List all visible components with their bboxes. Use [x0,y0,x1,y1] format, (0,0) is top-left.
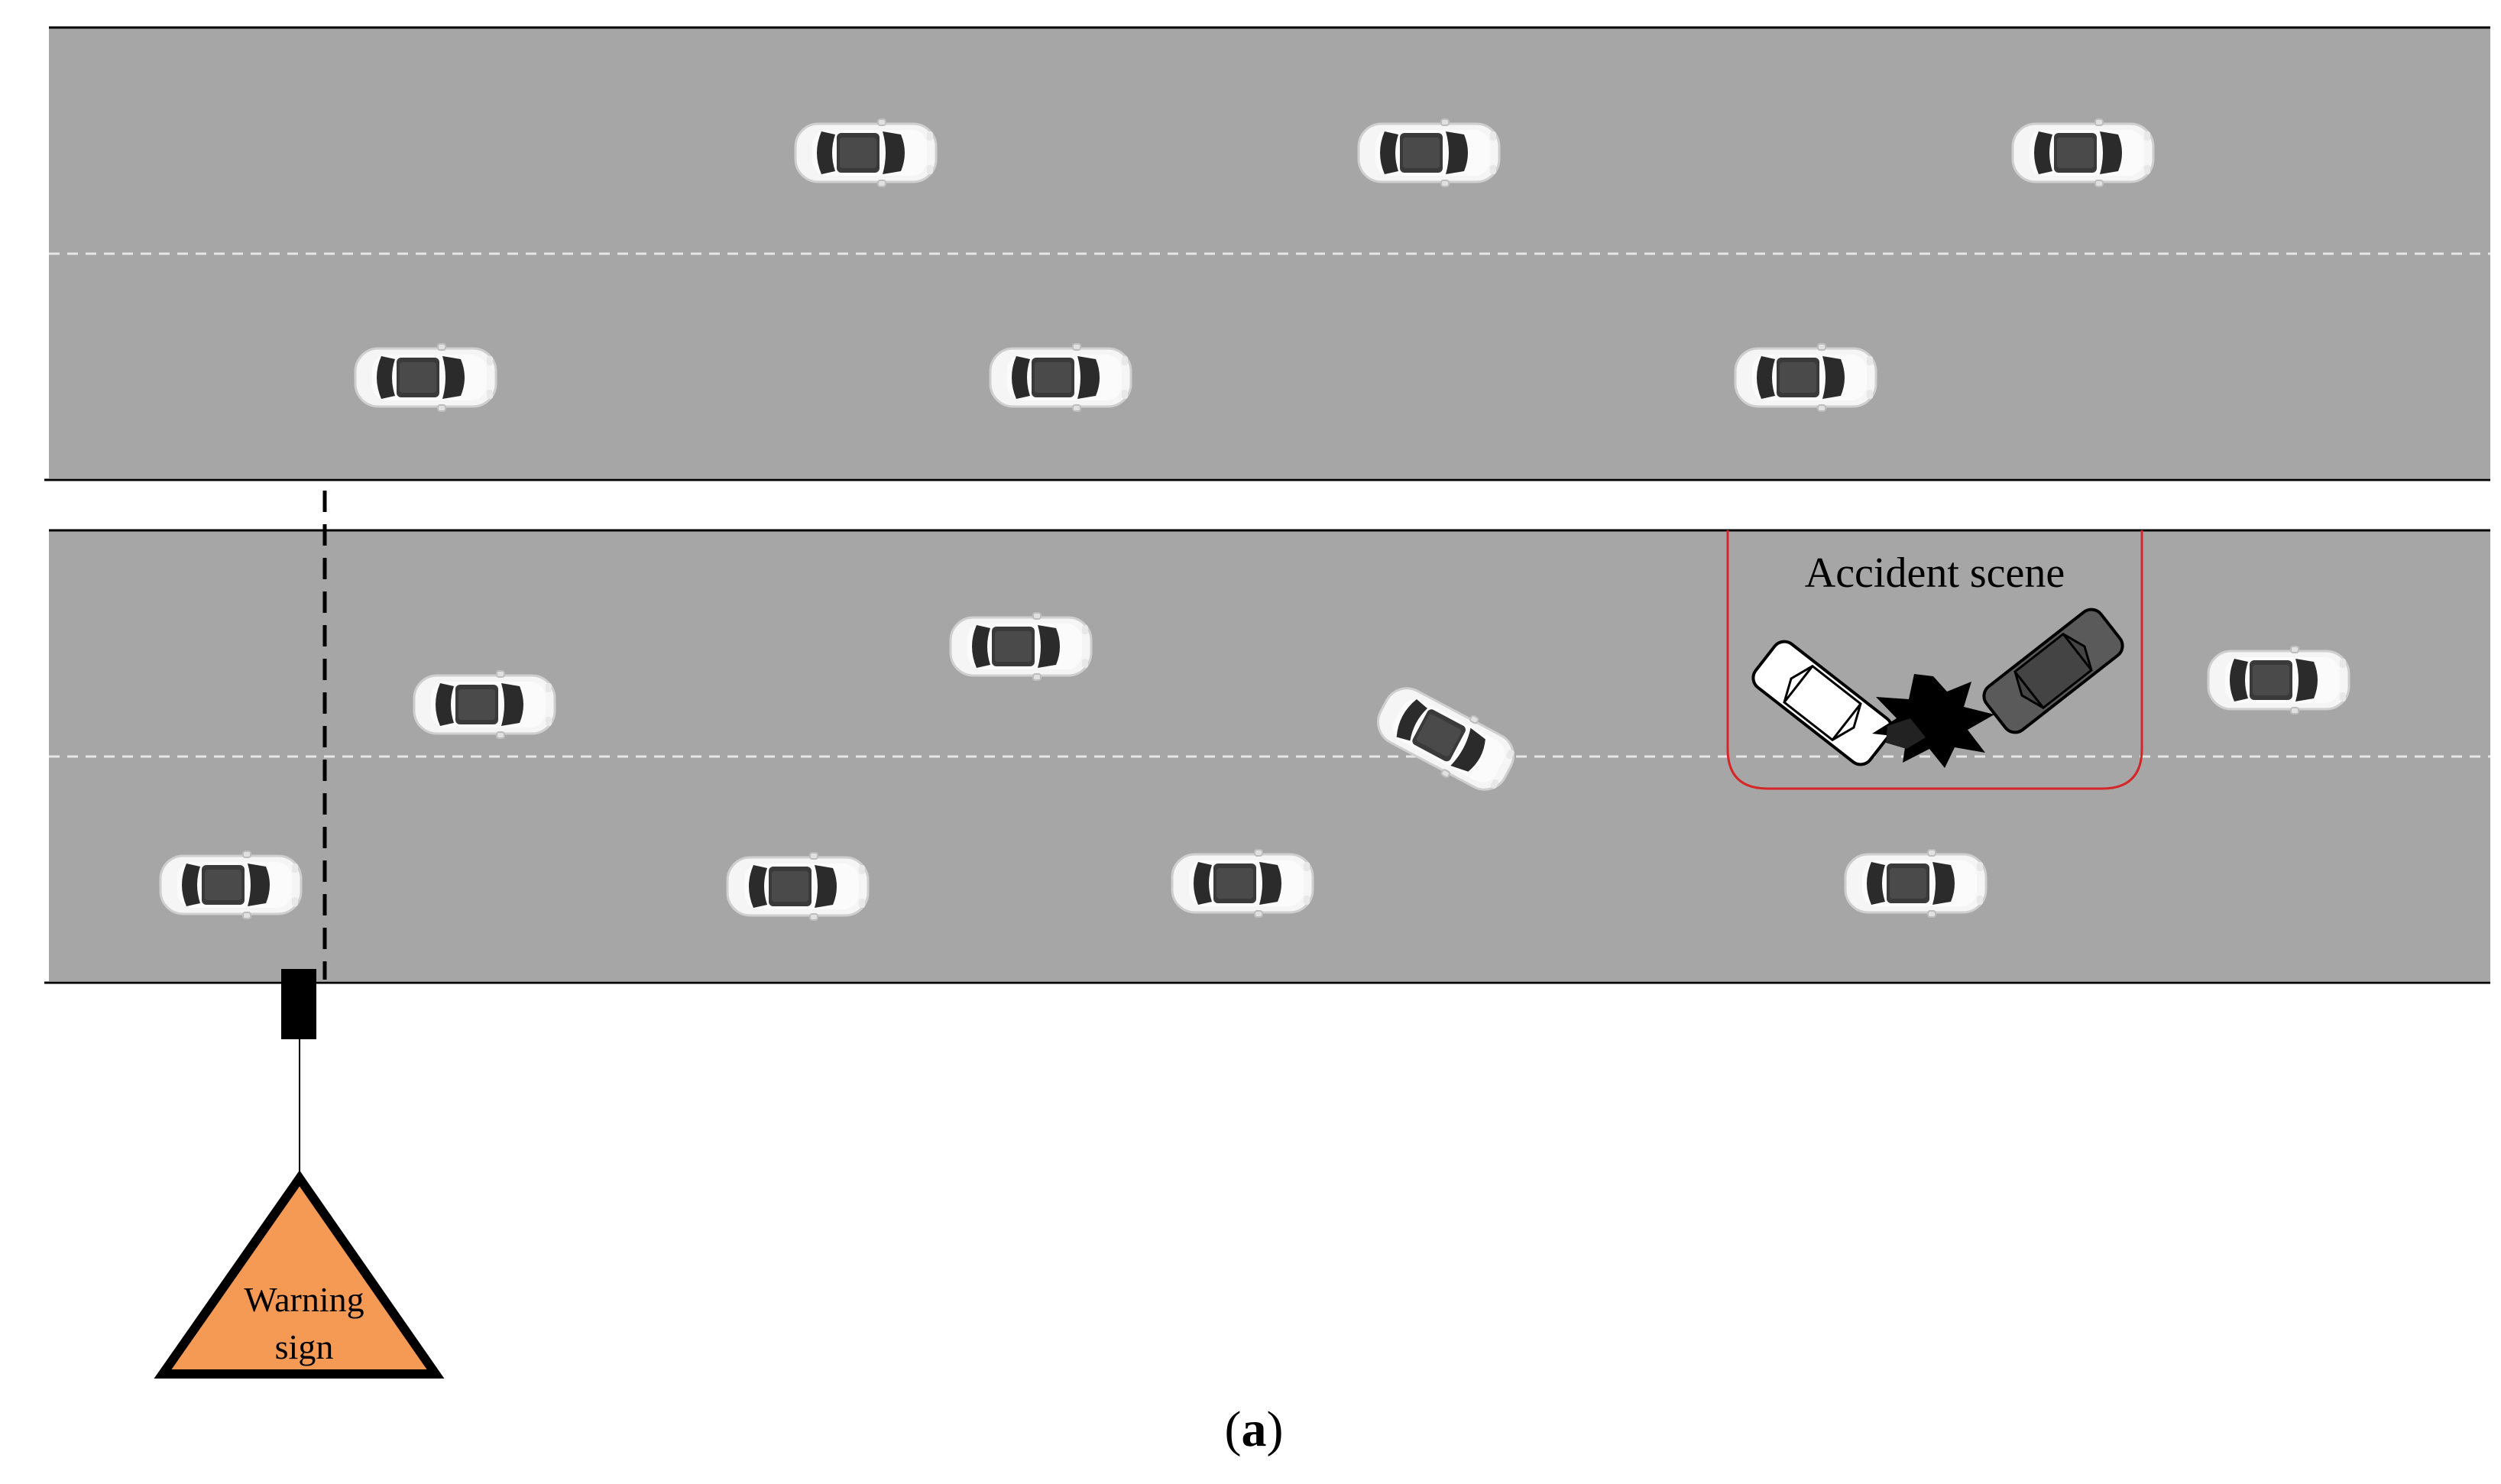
car-icon [1734,342,1877,413]
lower-road [44,529,2490,984]
car-icon [2207,645,2350,715]
car-icon [159,850,303,920]
caption-open-paren: ( [1225,1401,1242,1457]
upper-road [44,26,2490,481]
car-icon [989,342,1132,413]
warning-sign-board [281,969,316,1039]
warning-sign-label-line1: Warning [244,1280,364,1319]
warning-sign: Warning sign [154,969,445,1379]
collision-burst-shadow-icon [1886,718,1926,749]
car-icon [354,342,497,413]
caption-close-paren: ) [1267,1401,1284,1457]
accident-scene: Accident scene [1726,530,2143,790]
accident-scene-label: Accident scene [1805,549,2065,597]
collision-burst-icon [1872,674,1994,768]
car-icon [726,851,870,922]
car-icon [794,118,938,188]
car-icon [949,611,1093,682]
car-icon [1844,848,1988,919]
warning-sign-label-line2: sign [275,1327,334,1366]
car-icon [1171,848,1314,919]
car-icon [1357,118,1501,188]
accident-scene-box [1726,530,2143,790]
warning-sign-icon [154,1170,445,1379]
car-icon [413,669,556,740]
caption-letter: a [1242,1401,1267,1457]
figure-caption: (a) [1225,1401,1284,1457]
car-icon [2011,118,2155,188]
